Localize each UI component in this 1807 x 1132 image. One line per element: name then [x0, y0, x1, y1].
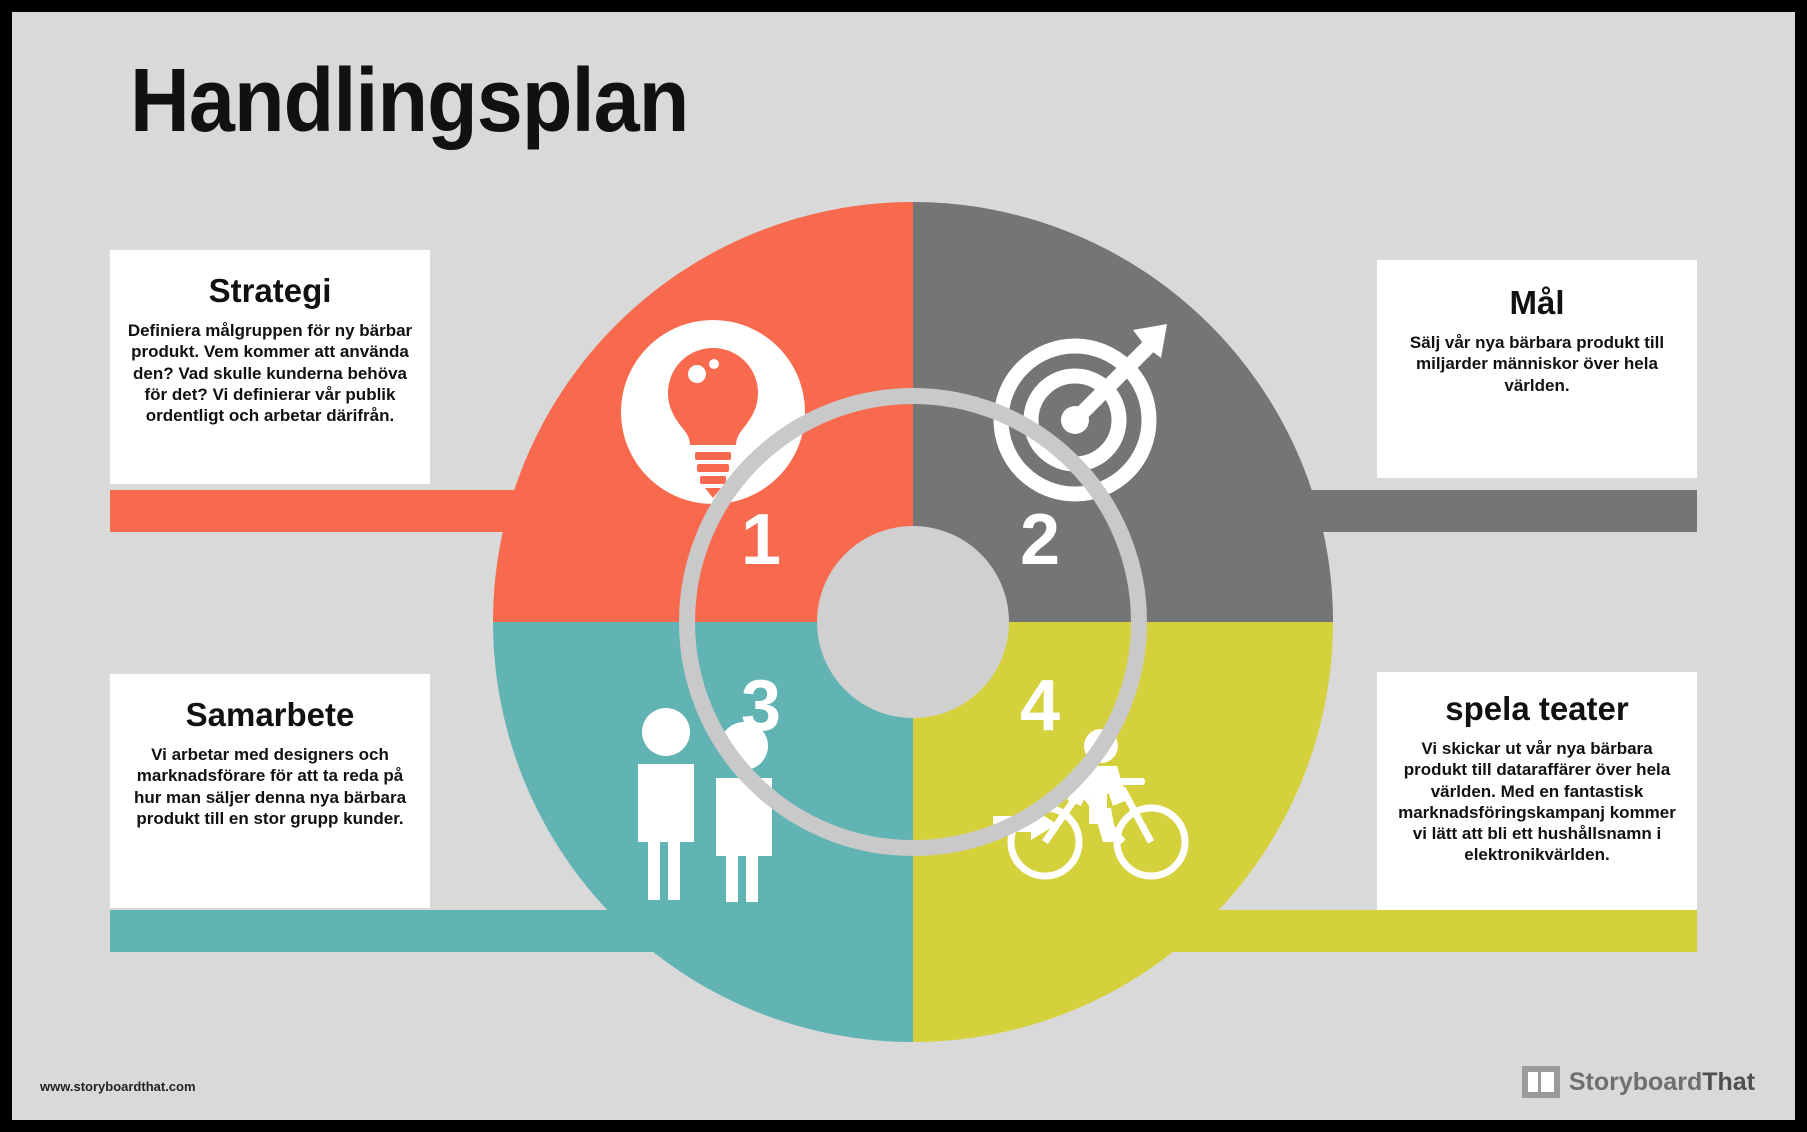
connector-bar-spela-teater: [1137, 910, 1697, 952]
wheel-number-1: 1: [741, 500, 782, 580]
logo-text: StoryboardThat: [1569, 1068, 1755, 1097]
poster-frame: Handlingsplan: [12, 12, 1795, 1120]
card-strategi-heading: Strategi: [208, 272, 332, 309]
wheel-number-3: 3: [741, 666, 782, 746]
card-strategi-body: Definiera målgruppen för ny bärbar produ…: [127, 321, 413, 425]
card-samarbete: Samarbete Vi arbetar med designers och m…: [110, 674, 430, 908]
connector-bar-samarbete: [110, 910, 670, 952]
card-samarbete-body: Vi arbetar med designers och marknadsför…: [133, 745, 407, 828]
wheel-number-4: 4: [1020, 666, 1061, 746]
wheel-hub: [817, 526, 1009, 718]
card-spela-teater: spela teater Vi skickar ut vår nya bärba…: [1377, 672, 1697, 910]
card-mal: Mål Sälj vår nya bärbara produkt till mi…: [1377, 260, 1697, 478]
logo-text-second: That: [1702, 1067, 1755, 1096]
logo-mark-icon: [1521, 1066, 1560, 1098]
card-spela-teater-heading: spela teater: [1445, 690, 1629, 727]
card-mal-heading: Mål: [1509, 284, 1565, 321]
storyboardthat-logo[interactable]: StoryboardThat: [1521, 1066, 1755, 1098]
process-wheel: 1 2 3 4: [493, 202, 1333, 1042]
card-samarbete-heading: Samarbete: [185, 696, 355, 733]
card-strategi: Strategi Definiera målgruppen för ny bär…: [110, 250, 430, 484]
page-title: Handlingsplan: [130, 51, 689, 151]
card-mal-body: Sälj vår nya bärbara produkt till miljar…: [1409, 333, 1665, 395]
logo-text-first: Storyboard: [1568, 1067, 1703, 1096]
card-spela-teater-body: Vi skickar ut vår nya bärbara produkt ti…: [1398, 739, 1676, 865]
footer-url[interactable]: www.storyboardthat.com: [40, 1079, 196, 1094]
wheel-number-2: 2: [1020, 500, 1061, 580]
